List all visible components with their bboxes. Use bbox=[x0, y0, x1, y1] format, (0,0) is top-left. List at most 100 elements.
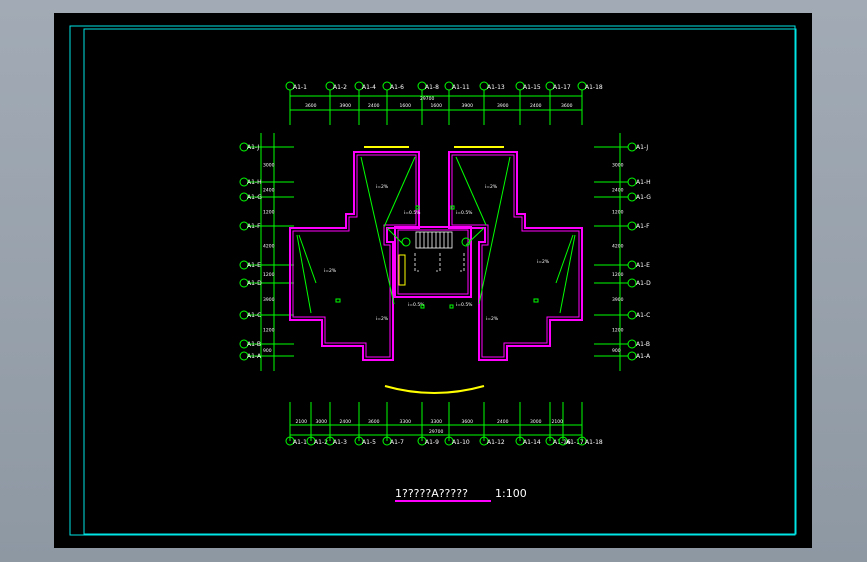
slope-labels: i=2%i=2%i=0.5%i=0.5%i=2%i=2%i=2%i=2%i=0.… bbox=[324, 184, 550, 322]
axis-bubble bbox=[627, 142, 637, 152]
axis-bubble bbox=[382, 436, 392, 446]
axis-label-bottom: A1-12 bbox=[487, 439, 505, 446]
axis-label-left: A1-B bbox=[247, 341, 261, 348]
axis-label-left: A1-E bbox=[247, 262, 261, 269]
axis-label-right: A1-A bbox=[636, 353, 651, 360]
dim-label-right: 3900 bbox=[612, 297, 624, 303]
axis-label-top: A1-8 bbox=[425, 84, 439, 91]
slope-label: i=2% bbox=[485, 184, 498, 190]
axis-label-bottom: A1-16 bbox=[553, 439, 571, 446]
axis-bubble bbox=[239, 177, 249, 187]
left-wing-wall bbox=[289, 151, 420, 361]
axis-label-bottom: A1-5 bbox=[362, 439, 376, 446]
axis-label-top: A1-6 bbox=[390, 84, 404, 91]
dim-label-bottom: 3000 bbox=[316, 419, 328, 425]
left-wing-inner bbox=[292, 154, 417, 358]
dim-label-top: 3900 bbox=[462, 103, 474, 109]
slope-label: i=0.5% bbox=[456, 210, 473, 216]
axis-bubble bbox=[627, 278, 637, 288]
axis-bubble bbox=[239, 351, 249, 361]
dim-label-bottom: 2100 bbox=[296, 419, 308, 425]
axis-bubble bbox=[325, 436, 335, 446]
slope-lines bbox=[296, 156, 576, 314]
dim-label-bottom: 2400 bbox=[340, 419, 352, 425]
axis-bubble bbox=[354, 81, 364, 91]
dim-label-right: 1200 bbox=[612, 210, 624, 216]
dim-label-left: 2400 bbox=[263, 188, 275, 194]
axis-bubble bbox=[239, 221, 249, 231]
axis-label-left: A1-F bbox=[247, 223, 261, 230]
dim-label-right: 2400 bbox=[612, 188, 624, 194]
axis-label-bottom: A1-7 bbox=[390, 439, 404, 446]
dim-label-bottom: 2100 bbox=[552, 419, 564, 425]
dim-label-bottom: 3600 bbox=[462, 419, 474, 425]
axis-label-top: A1-15 bbox=[523, 84, 541, 91]
slope-label: i=2% bbox=[324, 268, 337, 274]
axis-bubble bbox=[417, 436, 427, 446]
dim-label-left: 1200 bbox=[263, 272, 275, 278]
drawing-title: 1?????A????? bbox=[395, 487, 468, 500]
slope-label: i=2% bbox=[486, 316, 499, 322]
parapet-accents bbox=[364, 146, 504, 394]
axis-bubble bbox=[325, 81, 335, 91]
slope-label: i=2% bbox=[537, 259, 550, 265]
axis-bubble bbox=[627, 339, 637, 349]
dim-label-top: 3900 bbox=[497, 103, 509, 109]
right-wing-inner bbox=[451, 154, 580, 358]
slope-label: i=2% bbox=[376, 316, 389, 322]
axis-bubble bbox=[515, 81, 525, 91]
dim-label-top: 1600 bbox=[431, 103, 443, 109]
dim-label-bottom: 3300 bbox=[431, 419, 443, 425]
axis-label-left: A1-G bbox=[247, 194, 262, 201]
right-axis-group: A1-JA1-HA1-GA1-FA1-EA1-DA1-CA1-BA1-A3000… bbox=[594, 133, 651, 371]
roof-drains bbox=[335, 205, 539, 309]
axis-bubble bbox=[239, 260, 249, 270]
axis-bubble bbox=[479, 81, 489, 91]
drawing-scale: 1:100 bbox=[495, 487, 527, 500]
dim-label-right: 3000 bbox=[612, 163, 624, 169]
axis-label-right: A1-G bbox=[636, 194, 651, 201]
dim-total-top: 29700 bbox=[420, 96, 434, 102]
dim-label-bottom: 2400 bbox=[497, 419, 509, 425]
building-walls bbox=[289, 151, 583, 361]
axis-bubble bbox=[627, 260, 637, 270]
axis-label-top: A1-4 bbox=[362, 84, 376, 91]
axis-label-right: A1-H bbox=[636, 179, 651, 186]
left-axis-group: A1-JA1-HA1-GA1-FA1-EA1-DA1-CA1-BA1-A3000… bbox=[239, 133, 294, 371]
right-wing-wall bbox=[448, 151, 583, 361]
dim-label-left: 3900 bbox=[263, 297, 275, 303]
axis-label-top: A1-18 bbox=[585, 84, 603, 91]
axis-label-top: A1-1 bbox=[293, 84, 307, 91]
axis-bubble bbox=[239, 339, 249, 349]
axis-bubble bbox=[417, 81, 427, 91]
axis-label-left: A1-H bbox=[247, 179, 262, 186]
axis-label-bottom: A1-10 bbox=[452, 439, 470, 446]
axis-label-bottom: A1-1 bbox=[293, 439, 307, 446]
axis-label-left: A1-J bbox=[247, 144, 259, 151]
inner-border bbox=[83, 28, 797, 535]
dim-label-top: 2400 bbox=[368, 103, 380, 109]
axis-bubble bbox=[627, 192, 637, 202]
axis-bubble bbox=[239, 142, 249, 152]
outer-border bbox=[69, 25, 796, 536]
dim-label-top: 3600 bbox=[305, 103, 317, 109]
axis-label-right: A1-E bbox=[636, 262, 650, 269]
axis-label-bottom: A1-9 bbox=[425, 439, 439, 446]
axis-label-bottom: A1-2 bbox=[314, 439, 328, 446]
axis-bubble bbox=[239, 278, 249, 288]
axis-bubble bbox=[545, 81, 555, 91]
axis-bubble bbox=[285, 436, 295, 446]
stair-core bbox=[394, 226, 472, 298]
dim-total-bottom: 29700 bbox=[429, 429, 443, 435]
dim-label-top: 3600 bbox=[561, 103, 573, 109]
axis-bubble bbox=[239, 192, 249, 202]
dim-label-left: 4200 bbox=[263, 244, 275, 250]
slope-label: i=2% bbox=[376, 184, 389, 190]
dim-label-left: 900 bbox=[263, 348, 272, 354]
dim-label-top: 2400 bbox=[530, 103, 542, 109]
